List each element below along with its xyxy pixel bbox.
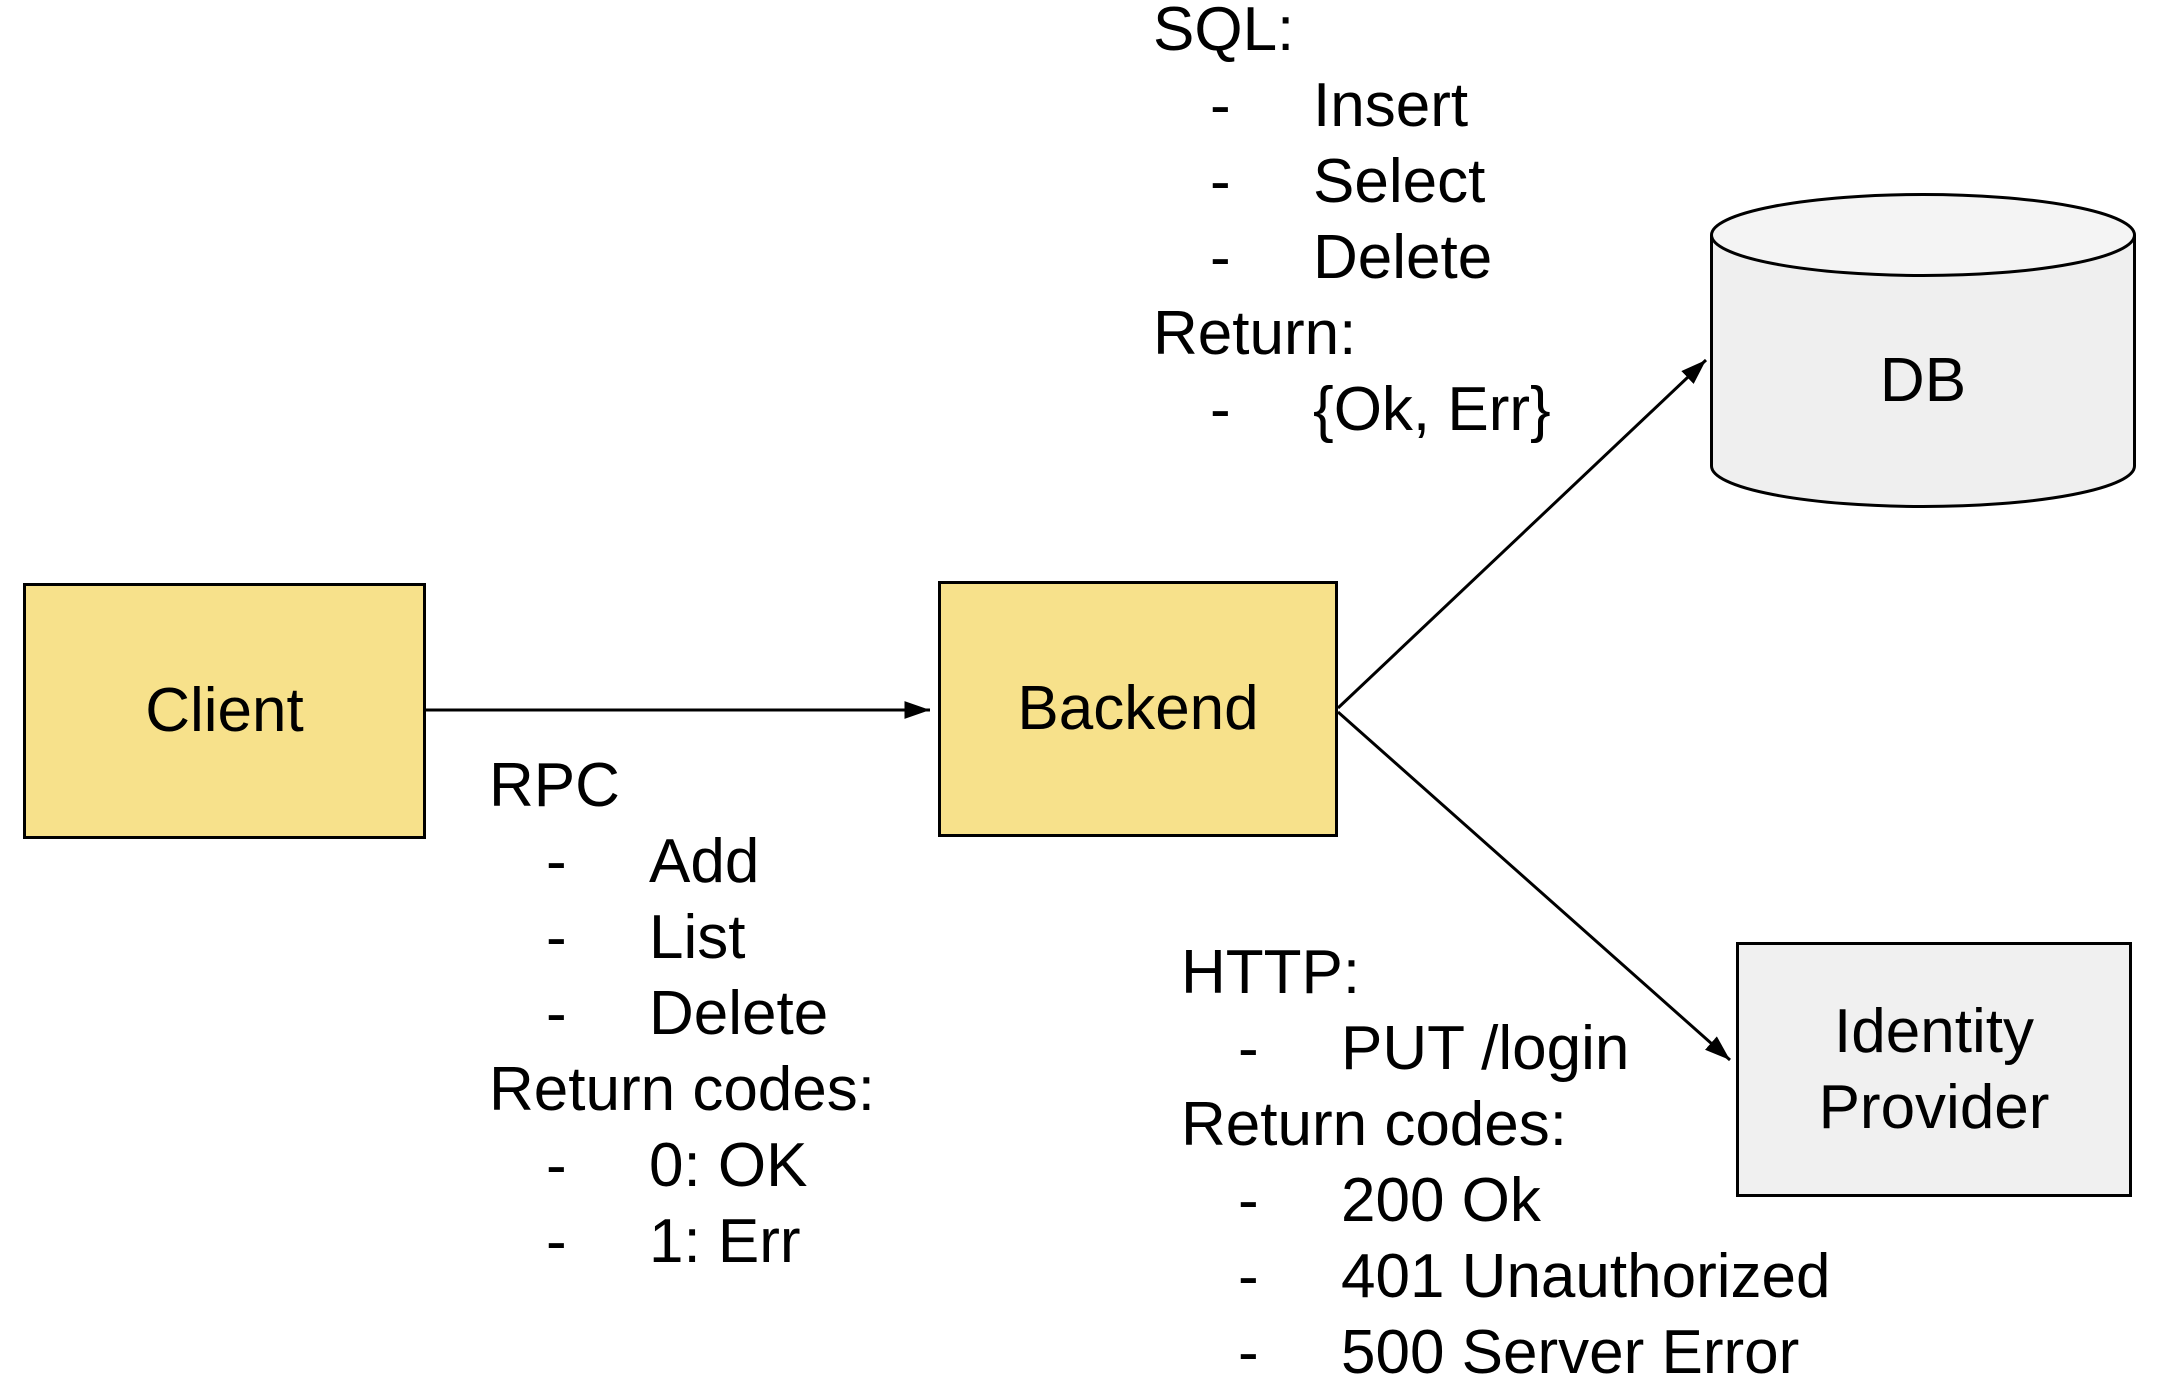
bullet-dash: - <box>546 827 567 896</box>
bullet-dash: - <box>1210 375 1231 444</box>
node-identity-provider: Identity Provider <box>1736 942 2132 1197</box>
http-title: HTTP: <box>1181 938 1361 1007</box>
annotation-http: HTTP: - PUT /login Return codes: - 200 O… <box>1181 935 1830 1391</box>
sql-return-title: Return: <box>1153 299 1357 368</box>
bullet-dash: - <box>546 903 567 972</box>
bullet-dash: - <box>1238 1166 1259 1235</box>
bullet-dash: - <box>546 1207 567 1276</box>
arrow-backend-to-identity-provider <box>1337 710 1731 1062</box>
arrow-backend-to-db <box>1336 358 1708 710</box>
node-db: DB <box>1710 193 2136 508</box>
annotation-rpc: RPC - Add - List - Delete Return codes: … <box>489 748 875 1280</box>
sql-title: SQL: <box>1153 0 1295 64</box>
bullet-dash: - <box>546 1131 567 1200</box>
sql-item: - Delete <box>1153 220 1551 296</box>
bullet-dash: - <box>1238 1318 1259 1387</box>
db-cylinder-shape <box>1710 193 2136 508</box>
bullet-dash: - <box>546 979 567 1048</box>
bullet-dash: - <box>1210 71 1231 140</box>
node-db-label: DB <box>1879 346 1967 415</box>
annotation-sql: SQL: - Insert - Select - Delete Return: … <box>1153 0 1551 448</box>
rpc-item: - Add <box>489 824 875 900</box>
http-return-item: - 500 Server Error <box>1181 1315 1830 1391</box>
http-return-item: - 401 Unauthorized <box>1181 1239 1830 1315</box>
http-item: - PUT /login <box>1181 1011 1830 1087</box>
bullet-dash: - <box>1238 1014 1259 1083</box>
node-client-label: Client <box>145 676 304 745</box>
rpc-item: - Delete <box>489 976 875 1052</box>
bullet-dash: - <box>1210 147 1231 216</box>
node-client: Client <box>23 583 426 839</box>
sql-item: - Select <box>1153 144 1551 220</box>
rpc-title: RPC <box>489 751 620 820</box>
bullet-dash: - <box>1210 223 1231 292</box>
bullet-dash: - <box>1238 1242 1259 1311</box>
rpc-return-item: - 0: OK <box>489 1128 875 1204</box>
sql-item: - Insert <box>1153 68 1551 144</box>
node-backend-label: Backend <box>1017 674 1259 743</box>
http-return-title: Return codes: <box>1181 1090 1567 1159</box>
rpc-item: - List <box>489 900 875 976</box>
sql-return-item: - {Ok, Err} <box>1153 372 1551 448</box>
http-return-item: - 200 Ok <box>1181 1163 1830 1239</box>
rpc-return-item: - 1: Err <box>489 1204 875 1280</box>
rpc-return-title: Return codes: <box>489 1055 875 1124</box>
node-identity-provider-label: Identity Provider <box>1818 996 2050 1142</box>
node-backend: Backend <box>938 581 1338 837</box>
